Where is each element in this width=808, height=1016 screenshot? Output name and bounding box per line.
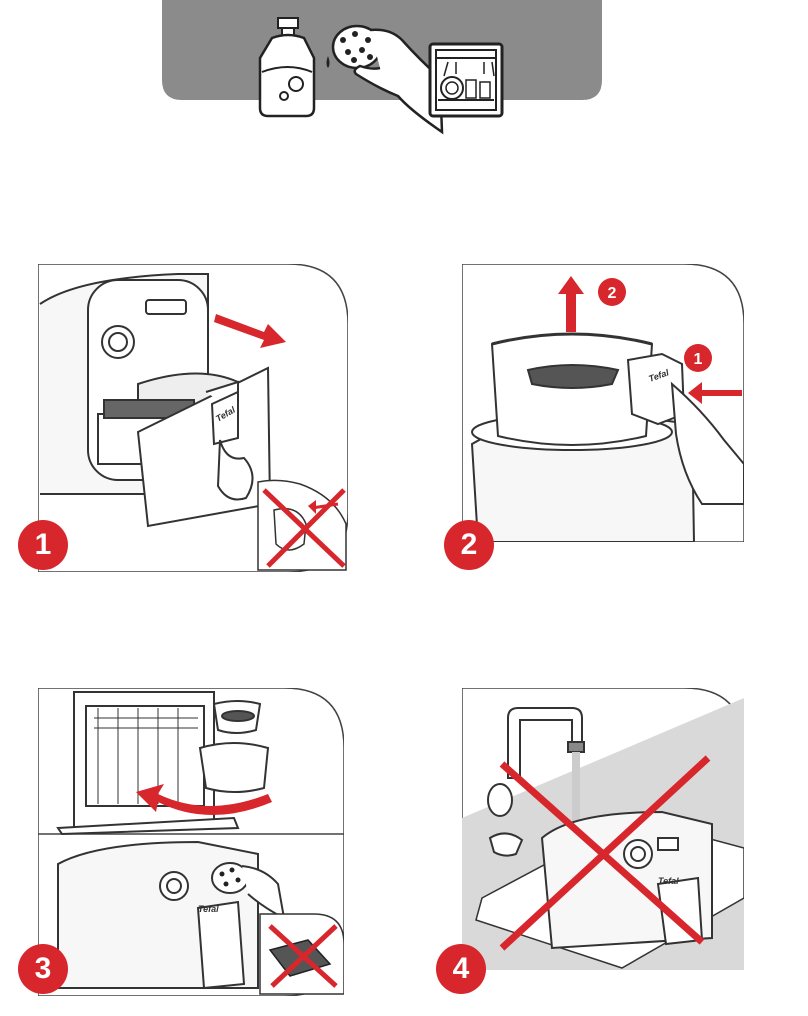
air-fryer-illustration (39, 273, 272, 528)
faucet-illustration (487, 707, 585, 857)
no-scrub-pad-inset (259, 913, 345, 995)
no-press-button-inset (257, 479, 347, 571)
step-4-panel: Tefal (461, 687, 745, 971)
step-3-badge: 3 (18, 944, 68, 994)
cleaning-banner (0, 0, 808, 140)
pull-arrow (214, 314, 286, 348)
dishwasher-icon (428, 42, 504, 118)
sponge-icon (331, 24, 444, 135)
svg-text:Tefal: Tefal (658, 876, 679, 886)
sponge-icon-3 (211, 862, 286, 920)
step-3-panel: Tefal (37, 687, 345, 997)
step-1-panel: Tefal (37, 263, 349, 573)
step-4-badge: 4 (436, 944, 486, 994)
dish-soap-icon (258, 17, 330, 118)
dishwasher-rack (56, 691, 270, 836)
air-fryer-illustration-3 (57, 840, 259, 990)
callout-2 (598, 278, 626, 306)
press-arrow (688, 382, 742, 404)
basket-illustration (470, 332, 745, 543)
step-2-panel: Tefal 2 1 (461, 263, 745, 543)
step-1-badge: 1 (18, 520, 68, 570)
step-2-badge: 2 (444, 520, 494, 570)
no-water-immersion-cross (499, 755, 711, 951)
insert-arrow (136, 784, 272, 815)
svg-text:Tefal: Tefal (198, 904, 219, 914)
callout-1 (684, 344, 712, 372)
svg-text:2: 2 (608, 285, 617, 302)
svg-text:1: 1 (694, 351, 703, 368)
lift-arrow (558, 276, 584, 332)
